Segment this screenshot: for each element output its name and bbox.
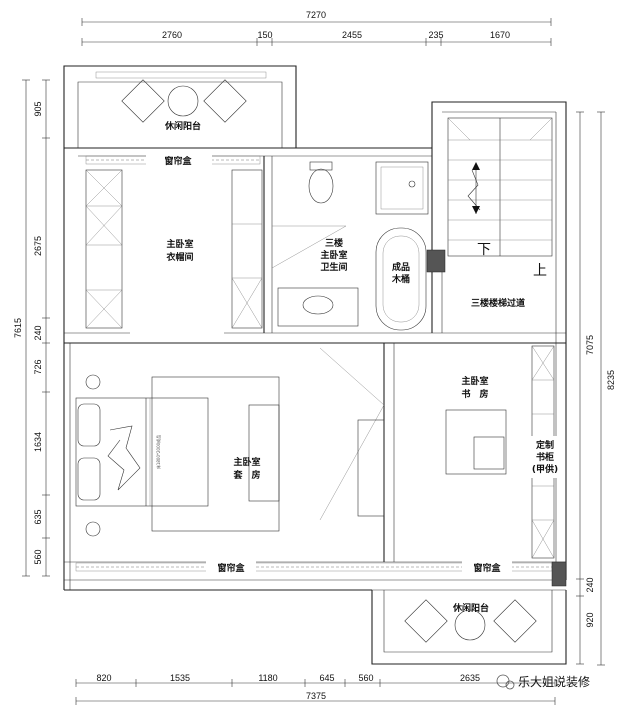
bottom-dimensions: 820 1535 1180 645 560 2635 7375	[75, 673, 556, 705]
balcony-table-bottom	[454, 609, 486, 641]
dim-bottom-6: 2635	[460, 673, 480, 683]
closet-label-2: 衣帽间	[166, 251, 193, 263]
balcony-bottom-label: 休闲阳台	[452, 602, 489, 614]
curtain-boxes: 窗帘盒 窗帘盒 窗帘盒	[75, 154, 553, 574]
wooden-tub	[375, 227, 427, 331]
top-balcony: 休闲阳台	[95, 71, 267, 132]
curtain-box-label-2: 窗帘盒	[217, 562, 245, 574]
dim-bottom-4: 645	[319, 673, 334, 683]
bath-label-3: 卫生间	[320, 261, 347, 273]
bottom-balcony: 休闲阳台	[404, 599, 537, 643]
right-dimensions: 7075 8235 240 920	[576, 111, 616, 666]
watermark-text: 乐大姐说装修	[518, 674, 590, 689]
toilet-icon	[308, 168, 334, 204]
wechat-icon	[496, 674, 510, 688]
nightstand-lamp-bottom-icon	[85, 521, 101, 537]
sink-icon	[302, 295, 334, 315]
balcony-chair-bl	[404, 599, 448, 643]
top-dimensions: 7270 2760 150 2455 235 1670	[81, 10, 552, 46]
left-dimensions: 7615 905 2675 240 726 1634 635 560	[13, 79, 50, 577]
dim-left-3: 240	[33, 325, 43, 340]
pillow-1	[77, 403, 101, 447]
closet-label-1: 主卧室	[166, 238, 193, 250]
dim-bottom-1: 820	[96, 673, 111, 683]
bookcase-label-3: (甲供)	[532, 463, 558, 475]
dim-bottom-5: 560	[358, 673, 373, 683]
shower-drain-icon	[408, 180, 416, 188]
desk	[445, 409, 507, 475]
vanity	[277, 287, 359, 327]
balcony-chair-right	[203, 79, 247, 123]
watermark: 乐大姐说装修	[496, 674, 590, 690]
suite-label-1: 主卧室	[233, 456, 260, 468]
bathroom: 三楼 主卧室 卫生间 成品 木桶	[271, 161, 446, 331]
desk-chair	[473, 436, 505, 470]
study-label-1: 主卧室	[461, 375, 488, 387]
dim-left-7: 560	[33, 549, 43, 564]
dim-top-3: 2455	[342, 30, 362, 40]
duct-block	[426, 249, 446, 273]
stair-down-label: 下	[477, 242, 491, 258]
walls	[63, 65, 567, 665]
dim-bottom-2: 1535	[170, 673, 190, 683]
dim-top-5: 1670	[490, 30, 510, 40]
dim-top-4: 235	[428, 30, 443, 40]
suite-label-2: 套 房	[233, 469, 260, 481]
curtain-box-label-3: 窗帘盒	[473, 562, 501, 574]
dim-left-total: 7615	[13, 318, 23, 338]
stair-up-label: 上	[533, 263, 547, 279]
bed	[75, 397, 209, 507]
dim-right-small-2: 920	[585, 612, 595, 627]
pillow-2	[77, 457, 101, 501]
shower-tray	[375, 161, 429, 215]
bath-label-1: 三楼	[325, 237, 343, 249]
tub-label-2: 木桶	[391, 273, 410, 285]
bedroom-suite: 床1800*2000成品 主卧室 套 房	[75, 347, 385, 537]
tub-label-1: 成品	[392, 261, 410, 273]
study: 主卧室 书 房 定制 书柜 (甲供)	[445, 345, 567, 587]
dim-bottom-3: 1180	[258, 673, 277, 683]
dim-left-2: 2675	[33, 236, 43, 256]
dim-top-total: 7270	[306, 10, 326, 20]
curtain-box-label-1: 窗帘盒	[164, 155, 192, 167]
study-label-2: 书 房	[461, 388, 488, 400]
balcony-chair-left	[121, 79, 165, 123]
walk-in-closet: 主卧室 衣帽间	[85, 169, 263, 329]
staircase: 下 上 三楼楼梯过道	[447, 117, 553, 309]
dim-right-b: 8235	[606, 370, 616, 390]
balcony-chair-br	[493, 599, 537, 643]
sliding-partition	[357, 419, 385, 517]
dim-left-1: 905	[33, 101, 43, 116]
balcony-top-label: 休闲阳台	[164, 120, 201, 132]
dim-right-a: 7075	[585, 335, 595, 355]
bed-size-note: 床1800*2000成品	[155, 435, 161, 469]
dim-top-2: 150	[257, 30, 272, 40]
bookcase-label-1: 定制	[535, 439, 554, 451]
tv-cabinet	[248, 404, 280, 502]
column-block	[551, 561, 567, 587]
bath-label-2: 主卧室	[320, 249, 347, 261]
dim-left-5: 1634	[33, 432, 43, 452]
balcony-table-top	[167, 85, 199, 117]
dim-left-6: 635	[33, 509, 43, 524]
bookcase-label-2: 书柜	[536, 451, 554, 463]
dim-right-small-1: 240	[585, 577, 595, 592]
stair-hall-label: 三楼楼梯过道	[471, 297, 525, 309]
dim-left-4: 726	[33, 359, 43, 374]
nightstand-lamp-top-icon	[85, 374, 101, 390]
dim-top-1: 2760	[162, 30, 182, 40]
dim-bottom-total: 7375	[306, 691, 326, 701]
